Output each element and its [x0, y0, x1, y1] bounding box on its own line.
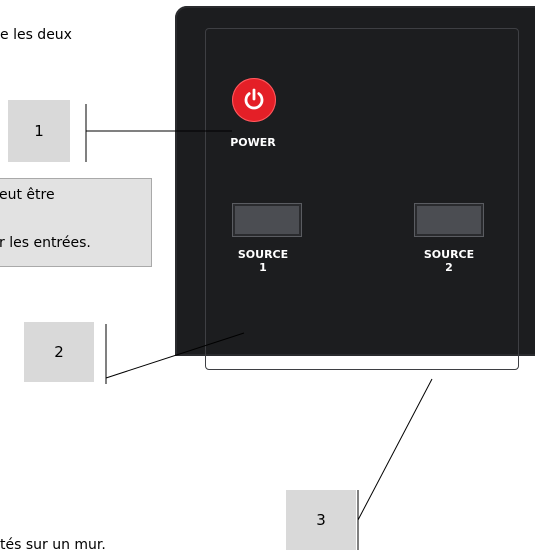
device-front-panel: POWER SOURCE 1 SOURCE 2 [175, 6, 535, 370]
note-box: eut être r les entrées. [0, 178, 152, 267]
power-icon [244, 88, 264, 110]
source-2-label-text: SOURCE [423, 248, 475, 261]
leader-2-line [105, 332, 245, 379]
source-2-number: 2 [445, 261, 453, 274]
source-1-button[interactable] [233, 204, 301, 236]
leader-3-line [357, 378, 433, 521]
note-line-1: eut être [0, 187, 55, 203]
callout-3-main: 3 [286, 490, 356, 550]
document-text-top: e les deux [0, 27, 72, 43]
source-2-label: SOURCE 2 [409, 248, 489, 274]
callout-3-number: 3 [316, 511, 326, 529]
power-button[interactable] [232, 78, 276, 122]
callout-2-number: 2 [54, 343, 64, 361]
panel-inner-border [205, 28, 519, 370]
source-1-label: SOURCE 1 [223, 248, 303, 274]
source-2-button[interactable] [415, 204, 483, 236]
callout-1-number: 1 [34, 122, 44, 140]
source-1-label-text: SOURCE [237, 248, 289, 261]
note-line-2: r les entrées. [0, 235, 91, 251]
callout-2-main: 2 [24, 322, 94, 382]
document-text-bottom: tés sur un mur. [0, 537, 106, 553]
callout-1-main: 1 [8, 100, 70, 162]
source-1-number: 1 [259, 261, 267, 274]
power-label: POWER [230, 136, 276, 149]
